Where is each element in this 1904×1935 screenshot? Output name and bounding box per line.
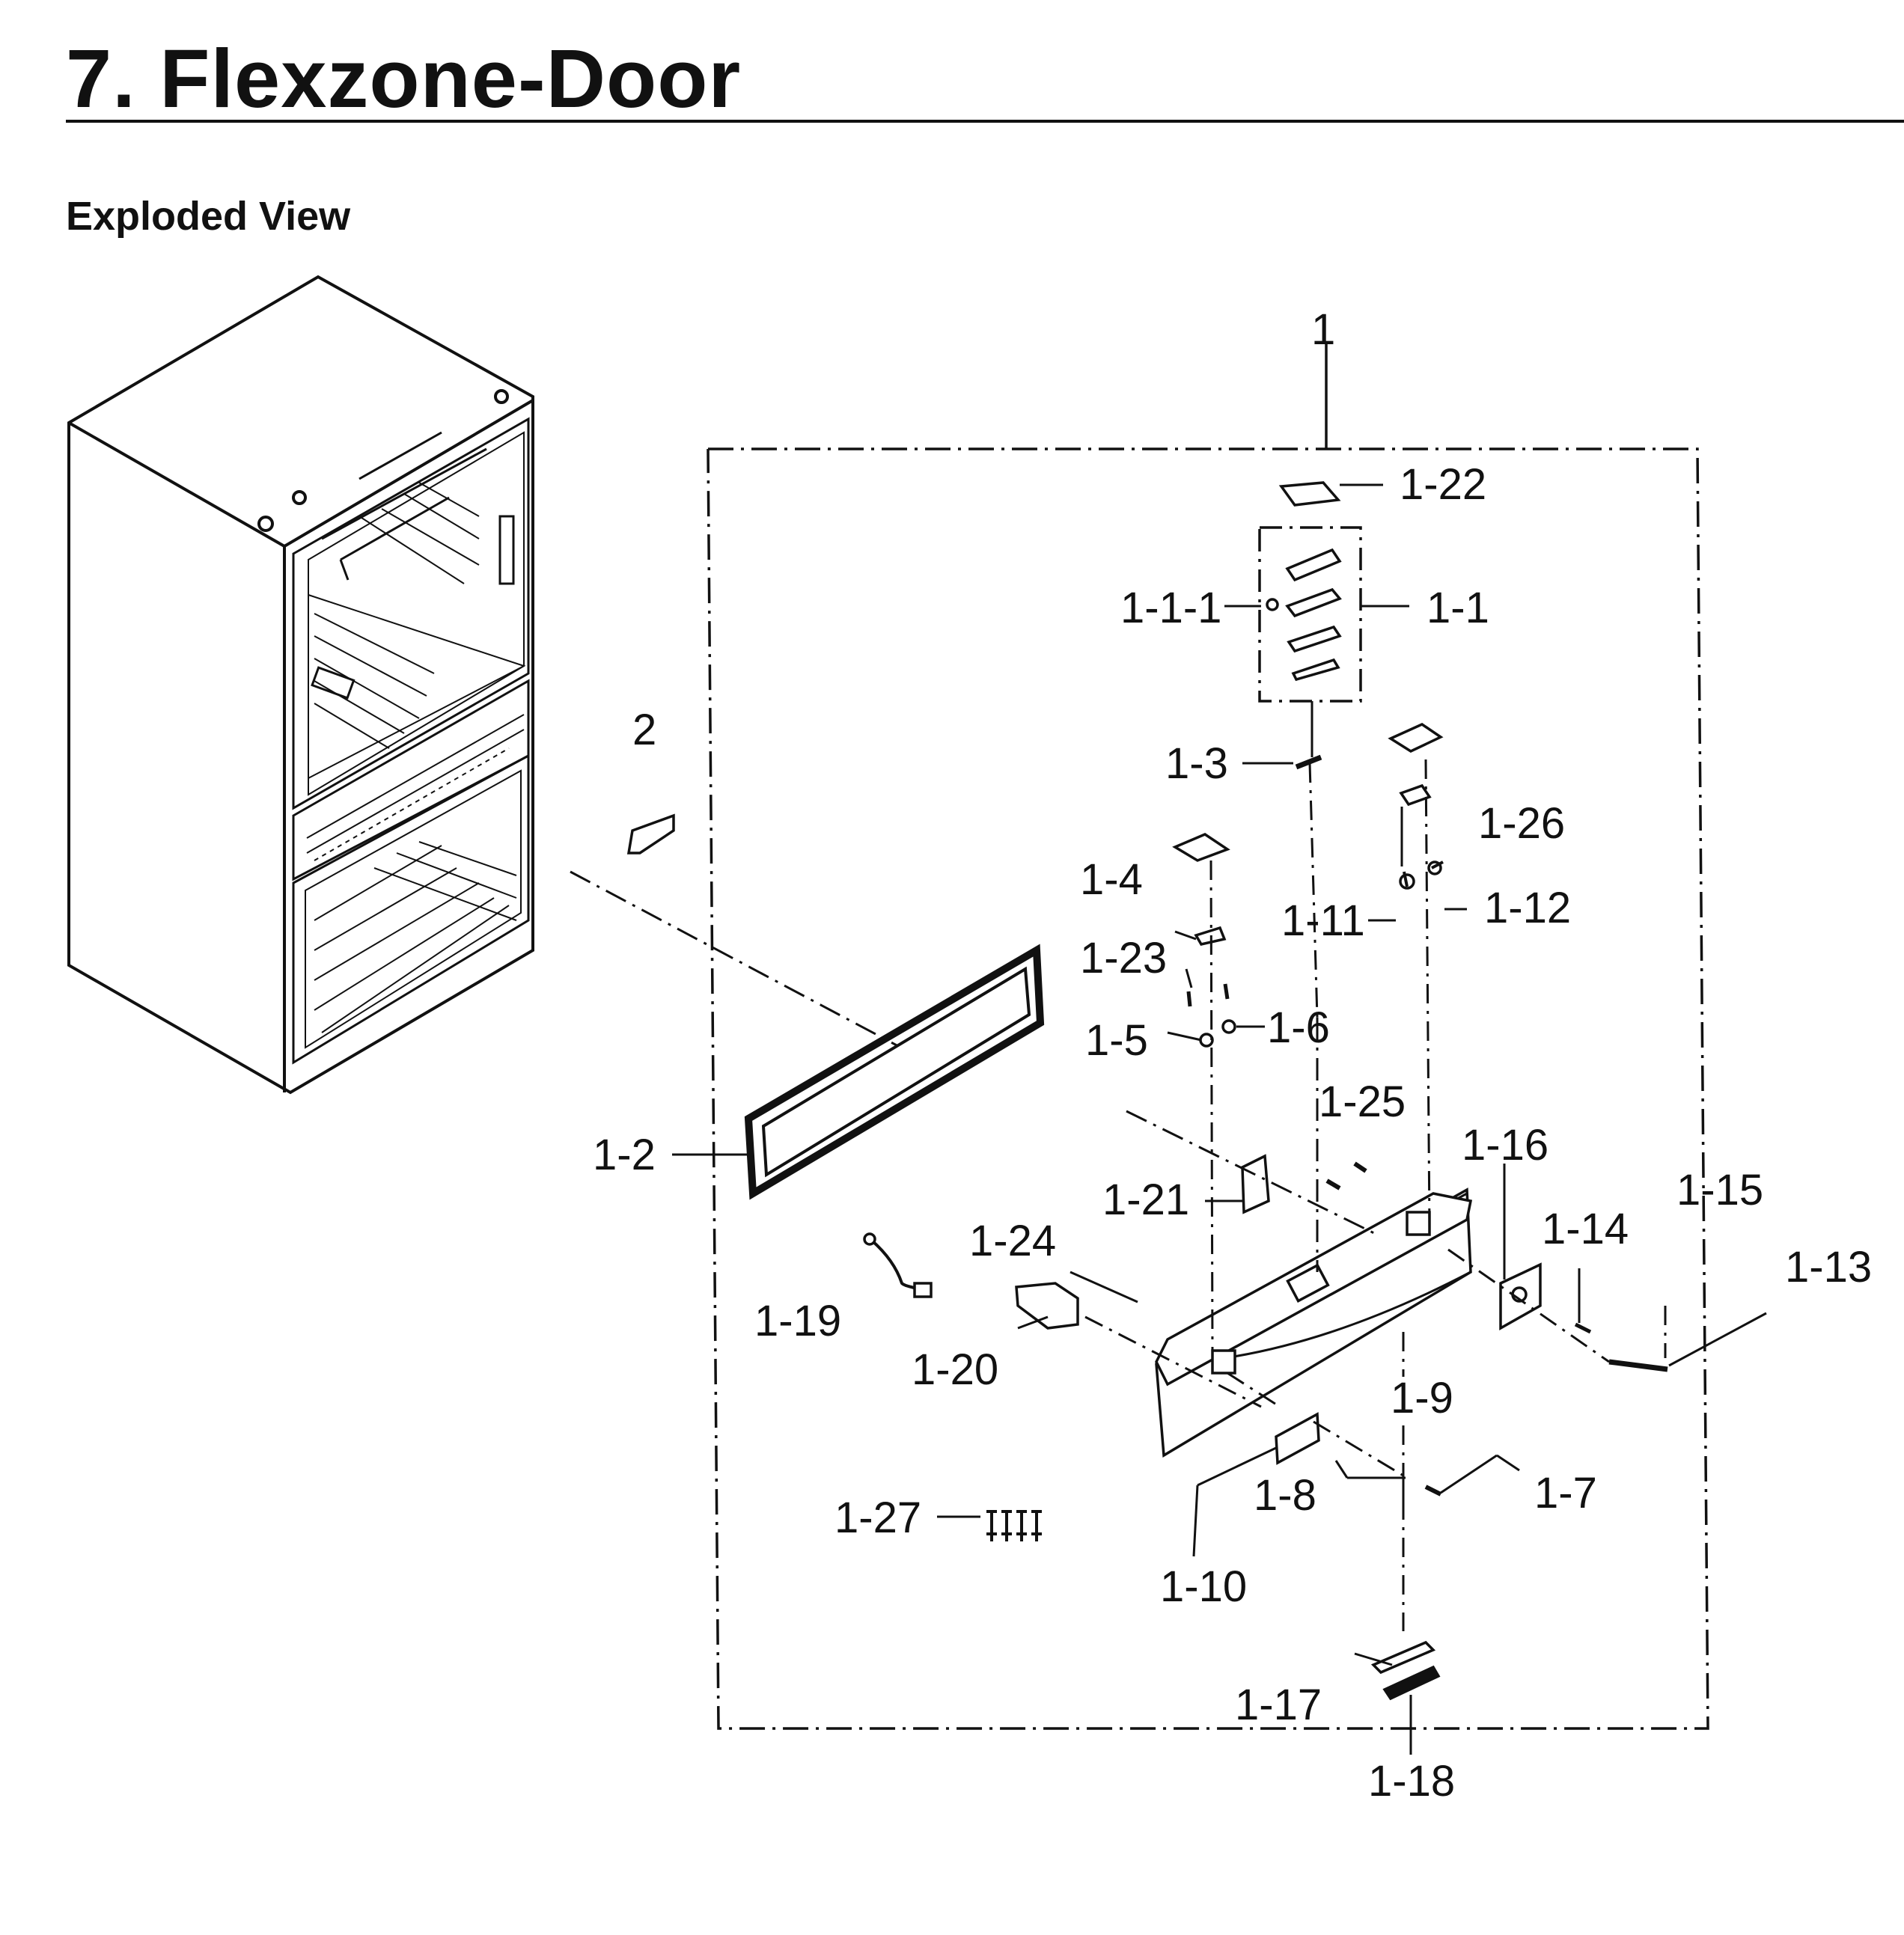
part-door-hole-left bbox=[1211, 1349, 1236, 1375]
part-door-hole-right bbox=[1406, 1211, 1431, 1236]
callout-1-4: 1-4 bbox=[1080, 855, 1143, 904]
callout-1-1: 1-1 bbox=[1427, 584, 1489, 632]
part-2-bracket bbox=[626, 813, 675, 855]
callout-1-1-1: 1-1-1 bbox=[1120, 584, 1221, 632]
callout-1-2: 1-2 bbox=[593, 1131, 656, 1179]
callout-1-22: 1-22 bbox=[1400, 460, 1486, 509]
callout-1-9: 1-9 bbox=[1391, 1374, 1453, 1422]
callout-1-5: 1-5 bbox=[1085, 1016, 1148, 1065]
callout-1-10: 1-10 bbox=[1160, 1562, 1247, 1611]
callout-1-8: 1-8 bbox=[1254, 1471, 1316, 1520]
part-1-18-strip bbox=[1382, 1665, 1441, 1701]
part-1-1-handle-c bbox=[1287, 625, 1342, 653]
callout-1-25: 1-25 bbox=[1319, 1077, 1406, 1126]
part-1-2-gasket bbox=[744, 944, 1045, 1200]
callout-1-15: 1-15 bbox=[1676, 1166, 1763, 1214]
part-1-7-screw bbox=[1424, 1485, 1442, 1497]
part-1-14-screw bbox=[1574, 1322, 1592, 1334]
part-1-1-1-screw bbox=[1266, 598, 1279, 611]
callout-1-26: 1-26 bbox=[1478, 799, 1565, 848]
callout-1-24: 1-24 bbox=[969, 1217, 1056, 1265]
callout-1-3: 1-3 bbox=[1165, 739, 1228, 788]
part-door-slot bbox=[1286, 1263, 1330, 1303]
part-1-1-handle-b bbox=[1285, 587, 1342, 618]
leader-lines bbox=[570, 483, 1767, 1755]
callout-labels: 1 1-22 1-1-1 1-1 2 1-3 1-26 1-4 1-11 1-1… bbox=[593, 305, 1872, 1806]
callout-1-19: 1-19 bbox=[754, 1297, 841, 1345]
section-title: Exploded View bbox=[66, 194, 351, 239]
callout-1-18: 1-18 bbox=[1368, 1757, 1455, 1806]
part-right-cover bbox=[1388, 723, 1444, 753]
part-1-27-screw-set bbox=[986, 1510, 1042, 1541]
part-left-cover bbox=[1172, 833, 1230, 862]
callout-1-20: 1-20 bbox=[912, 1345, 998, 1394]
title-rule bbox=[66, 120, 1904, 123]
part-1-25-screw bbox=[1353, 1161, 1367, 1173]
part-1-1-handle-a bbox=[1285, 548, 1342, 582]
callout-1-6: 1-6 bbox=[1267, 1003, 1330, 1052]
refrigerator-illustration bbox=[67, 275, 534, 1095]
part-1-6-washer bbox=[1221, 1019, 1236, 1034]
callout-1-14: 1-14 bbox=[1542, 1205, 1629, 1253]
part-1-17-strip bbox=[1370, 1640, 1436, 1675]
part-1-1-handle-d bbox=[1291, 658, 1340, 682]
callout-1-11: 1-11 bbox=[1281, 896, 1365, 945]
part-1-23-screw bbox=[1186, 991, 1192, 1007]
callout-2: 2 bbox=[632, 706, 656, 754]
part-1-24-hinge bbox=[1015, 1282, 1079, 1330]
callout-1-16: 1-16 bbox=[1462, 1121, 1548, 1170]
part-1-13-screw bbox=[1608, 1359, 1668, 1372]
callout-1-21: 1-21 bbox=[1102, 1176, 1189, 1224]
callout-1-7: 1-7 bbox=[1534, 1469, 1597, 1517]
callout-1-17: 1-17 bbox=[1235, 1681, 1322, 1729]
part-1-26-bracket bbox=[1399, 783, 1432, 807]
callout-1: 1 bbox=[1311, 305, 1335, 354]
part-1-3-strip bbox=[1295, 754, 1322, 770]
page-title: 7. Flexzone-Door bbox=[66, 33, 742, 125]
assembly-box bbox=[707, 344, 1709, 1730]
part-1-22-cover bbox=[1278, 481, 1341, 507]
part-1-8-bracket bbox=[1275, 1412, 1320, 1465]
part-1-1-group-box bbox=[1258, 526, 1362, 703]
part-1-21-bracket bbox=[1241, 1154, 1270, 1214]
callout-1-23: 1-23 bbox=[1080, 934, 1167, 982]
callout-1-27: 1-27 bbox=[834, 1494, 921, 1542]
part-1-19-connector bbox=[913, 1282, 933, 1298]
callout-1-13: 1-13 bbox=[1785, 1243, 1872, 1291]
parts bbox=[626, 481, 1668, 1701]
callout-1-12: 1-12 bbox=[1484, 884, 1571, 932]
